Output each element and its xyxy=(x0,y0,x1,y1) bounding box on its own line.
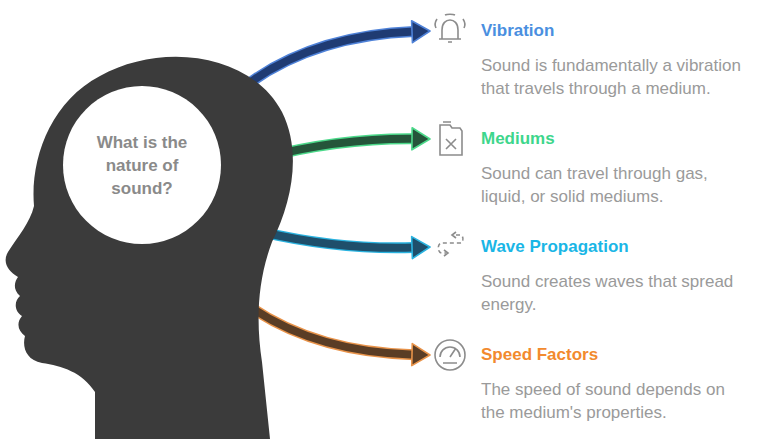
arrow-head xyxy=(412,21,430,43)
topic-item: Speed FactorsThe speed of sound depends … xyxy=(430,343,760,424)
topic-heading: Vibration xyxy=(481,19,760,43)
topic-texts: Speed FactorsThe speed of sound depends … xyxy=(481,343,760,424)
topic-heading: Wave Propagation xyxy=(481,235,760,259)
topic-icon xyxy=(430,11,470,51)
question-circle: What is the nature of sound? xyxy=(62,85,222,245)
topic-body: Sound can travel through gas, liquid, or… xyxy=(481,162,743,208)
question-text: What is the nature of sound? xyxy=(90,131,194,200)
path-icon xyxy=(438,235,463,253)
topic-texts: VibrationSound is fundamentally a vibrat… xyxy=(481,19,760,100)
topic-icon xyxy=(430,119,470,159)
topic-item: VibrationSound is fundamentally a vibrat… xyxy=(430,19,760,100)
arrow-head xyxy=(412,128,430,150)
canister-cross xyxy=(446,139,456,149)
topic-texts: MediumsSound can travel through gas, liq… xyxy=(481,127,760,208)
head-shape xyxy=(6,57,293,439)
topic-body: Sound is fundamentally a vibration that … xyxy=(481,54,743,100)
topic-icon xyxy=(430,227,470,267)
circle-fill xyxy=(63,86,221,244)
topic-icon xyxy=(430,335,470,375)
topic-item: Wave PropagationSound creates waves that… xyxy=(430,235,760,316)
topic-texts: Wave PropagationSound creates waves that… xyxy=(481,235,760,316)
bell-icon xyxy=(439,20,461,42)
canister-icon xyxy=(440,122,462,155)
bell-waves xyxy=(435,14,464,28)
gauge-icon xyxy=(435,340,465,370)
topic-item: MediumsSound can travel through gas, liq… xyxy=(430,127,760,208)
gauge-needle xyxy=(440,347,460,363)
topic-heading: Mediums xyxy=(481,127,760,151)
topic-body: The speed of sound depends on the medium… xyxy=(481,378,743,424)
topic-heading: Speed Factors xyxy=(481,343,760,367)
arrow-head xyxy=(412,344,430,366)
topic-body: Sound creates waves that spread energy. xyxy=(481,270,743,316)
path-arrows xyxy=(444,232,456,256)
arrow-head xyxy=(412,237,430,259)
